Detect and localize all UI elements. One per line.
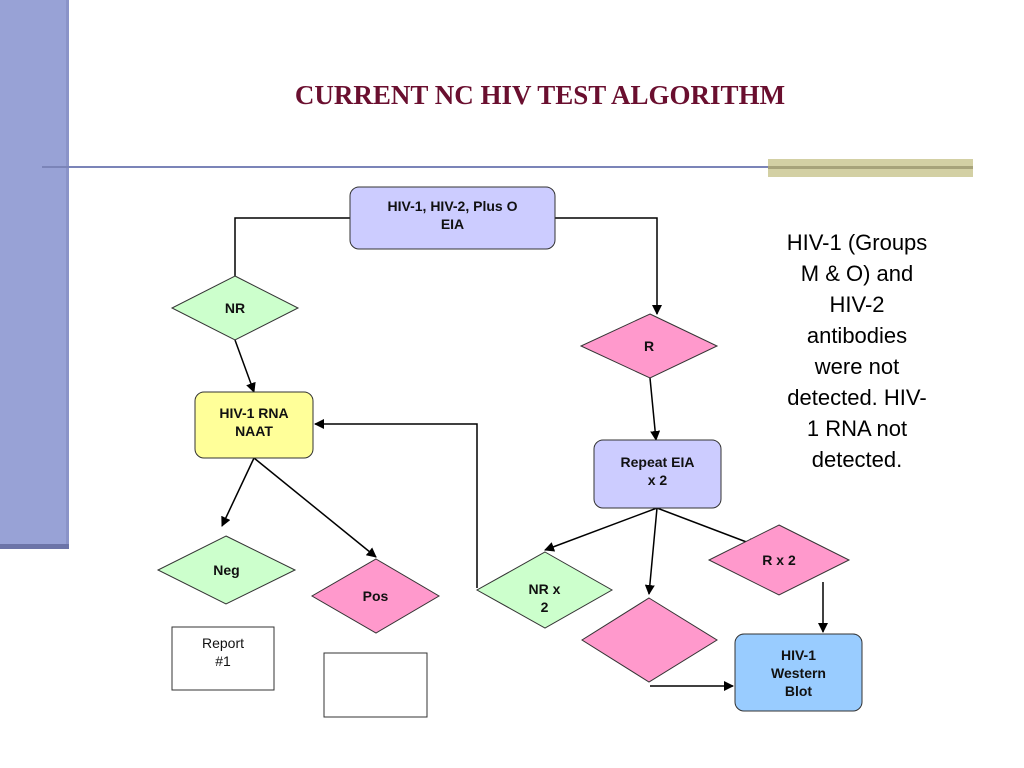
connector-repeat-to-rx2 (656, 507, 758, 548)
eia-label: HIV-1, HIV-2, Plus O EIA (387, 197, 518, 232)
connector-eia-to-nr (234, 217, 350, 276)
repeat-eia-box (593, 439, 722, 509)
rx2-label: R x 2 (762, 551, 796, 568)
report-box (171, 626, 275, 691)
title-divider (42, 166, 972, 168)
side-decor-bar-edge (66, 0, 69, 548)
western-blot-box (734, 633, 863, 712)
connector-nr-to-naat (234, 339, 256, 393)
nr-diamond (170, 275, 300, 341)
r1nr1-label (582, 618, 717, 694)
connector-repeat-to-nrx2 (544, 507, 658, 552)
r-label: R (643, 337, 655, 354)
r-diamond (579, 313, 719, 379)
connector-r-to-repeat (649, 377, 661, 441)
neg-diamond (156, 535, 297, 605)
nr-label: NR (224, 299, 246, 316)
slide-title: CURRENT NC HIV TEST ALGORITHM (294, 80, 786, 110)
side-decor-bar-shadow (0, 544, 69, 549)
rx2-diamond (707, 524, 851, 596)
r1nr1-diamond (581, 597, 718, 683)
western-blot-label: HIV-1 Western Blot (771, 646, 826, 700)
eia-box (349, 186, 556, 250)
connector-naat-to-neg (221, 457, 255, 527)
connector-repeat-to-r1nr1 (644, 507, 658, 595)
empty-result-box (323, 652, 428, 718)
pos-label: Pos (362, 587, 389, 604)
connector-eia-to-r (555, 217, 662, 315)
connector-nrx2-to-naat (314, 419, 478, 588)
result-note: HIV-1 (Groups M & O) and HIV-2 antibodie… (786, 230, 928, 472)
repeat-eia-label: Repeat EIA x 2 (620, 453, 695, 488)
nrx2-diamond (475, 551, 614, 629)
side-decor-bar (0, 0, 67, 544)
rna-naat-label: HIV-1 RNA NAAT (219, 404, 289, 439)
rna-naat-box (194, 391, 314, 459)
connector-naat-to-pos (253, 457, 377, 558)
report-label: Report #1 (201, 634, 245, 669)
nrx2-label: NR x 2 (528, 580, 561, 615)
neg-label: Neg (213, 561, 240, 578)
divider-accent-line (768, 166, 973, 169)
pos-diamond (311, 558, 440, 634)
